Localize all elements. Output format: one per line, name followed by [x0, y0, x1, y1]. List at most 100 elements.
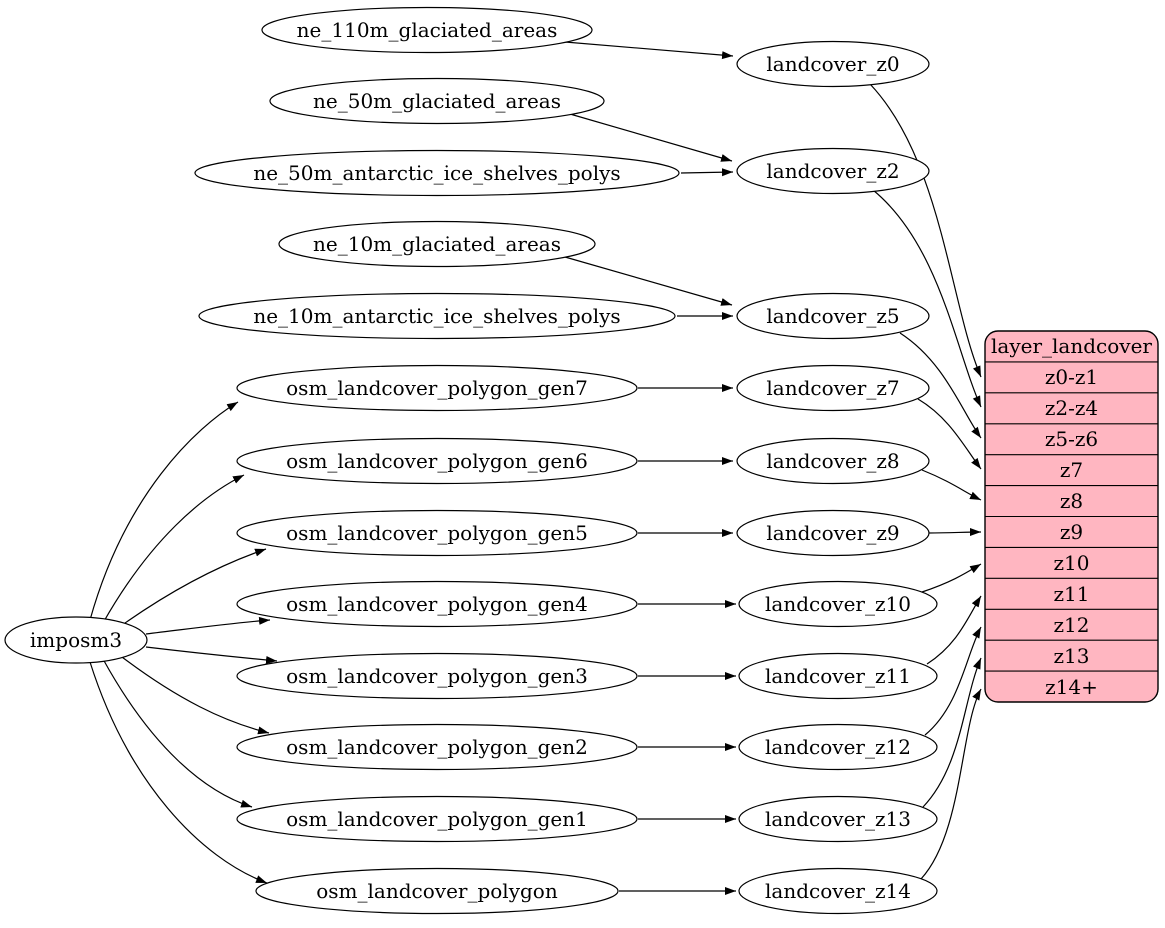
node-landcover-z5: landcover_z5 [736, 292, 930, 340]
row-z9: z9 [1060, 520, 1083, 544]
layer-landcover-header: layer_landcover [991, 334, 1152, 358]
node-ne-10m-antarctic-ice-shelves-polys: ne_10m_antarctic_ice_shelves_polys [198, 292, 676, 340]
node-osm-landcover-polygon: osm_landcover_polygon [255, 867, 619, 915]
edge-imposm3-gen5 [117, 548, 267, 629]
edge-z2-row [872, 189, 982, 408]
node-osm-landcover-polygon-gen2: osm_landcover_polygon_gen2 [236, 723, 638, 771]
edge-imposm3-gen2 [117, 653, 270, 735]
node-imposm3: imposm3 [4, 616, 148, 664]
landcover-z5-label: landcover_z5 [766, 304, 899, 328]
osm-landcover-polygon-gen2-label: osm_landcover_polygon_gen2 [286, 735, 588, 759]
node-landcover-z8: landcover_z8 [736, 437, 930, 485]
node-landcover-z11: landcover_z11 [738, 652, 938, 700]
osm-landcover-polygon-gen6-shape [236, 437, 638, 485]
row-z12: z12 [1054, 613, 1090, 637]
landcover-z9-shape [736, 509, 930, 557]
edge-imposm3-gen1 [102, 658, 253, 808]
ne-10m-glaciated-areas-shape [278, 220, 596, 268]
table-layer-landcover: layer_landcover z0-z1 z2-z4 z5-z6 z7 z8 … [984, 330, 1159, 703]
edge-imposm3-polygon [89, 661, 268, 884]
osm-landcover-polygon-gen1-label: osm_landcover_polygon_gen1 [286, 807, 588, 831]
osm-landcover-polygon-label: osm_landcover_polygon [316, 879, 558, 903]
node-osm-landcover-polygon-gen1: osm_landcover_polygon_gen1 [236, 795, 638, 843]
edge-imposm3-gen3 [145, 646, 278, 664]
ne-50m-antarctic-ice-shelves-polys-shape [194, 149, 680, 197]
ne-50m-antarctic-ice-shelves-polys-label: ne_50m_antarctic_ice_shelves_polys [253, 161, 620, 185]
landcover-z9-label: landcover_z9 [766, 521, 899, 545]
landcover-z2-shape [736, 147, 930, 195]
osm-landcover-polygon-gen5-shape [236, 509, 638, 557]
landcover-z10-label: landcover_z10 [765, 592, 911, 616]
ne-10m-antarctic-ice-shelves-polys-label: ne_10m_antarctic_ice_shelves_polys [253, 304, 620, 328]
osm-landcover-polygon-shape [255, 867, 619, 915]
edge-imposm3-gen6 [102, 474, 245, 624]
imposm3-label: imposm3 [30, 628, 122, 652]
node-landcover-z12: landcover_z12 [738, 723, 938, 771]
osm-landcover-polygon-gen2-shape [236, 723, 638, 771]
edge-z5-row [899, 332, 982, 439]
edge-z12-row [924, 626, 982, 736]
edge-ne50m-ant-z2 [680, 168, 734, 177]
node-landcover-z10: landcover_z10 [738, 580, 938, 628]
imposm3-shape [4, 616, 148, 664]
edge-z8-row [921, 469, 982, 501]
landcover-z12-shape [738, 723, 938, 771]
osm-landcover-polygon-gen1-shape [236, 795, 638, 843]
osm-landcover-polygon-gen6-label: osm_landcover_polygon_gen6 [286, 449, 588, 473]
landcover-z7-shape [736, 364, 930, 412]
landcover-z2-label: landcover_z2 [766, 159, 899, 183]
node-ne-10m-glaciated-areas: ne_10m_glaciated_areas [278, 220, 596, 268]
row-z5-z6: z5-z6 [1045, 427, 1098, 451]
node-landcover-z0: landcover_z0 [736, 40, 930, 88]
landcover-z10-shape [738, 580, 938, 628]
row-z11: z11 [1054, 582, 1090, 606]
row-z13: z13 [1054, 644, 1090, 668]
node-osm-landcover-polygon-gen3: osm_landcover_polygon_gen3 [236, 652, 638, 700]
ne-50m-glaciated-areas-shape [269, 77, 605, 125]
row-z14plus: z14+ [1045, 675, 1098, 699]
row-z0-z1: z0-z1 [1045, 365, 1098, 389]
landcover-z11-label: landcover_z11 [765, 664, 911, 688]
landcover-z7-label: landcover_z7 [766, 376, 899, 400]
node-osm-landcover-polygon-gen7: osm_landcover_polygon_gen7 [236, 364, 638, 412]
ne-10m-antarctic-ice-shelves-polys-shape [198, 292, 676, 340]
landcover-z0-label: landcover_z0 [766, 52, 899, 76]
node-ne-50m-glaciated-areas: ne_50m_glaciated_areas [269, 77, 605, 125]
row-z10: z10 [1054, 551, 1090, 575]
osm-landcover-polygon-gen4-label: osm_landcover_polygon_gen4 [286, 592, 588, 616]
row-z7: z7 [1060, 458, 1083, 482]
edge-ne50m-glac-z2 [569, 113, 733, 162]
landcover-z14-label: landcover_z14 [765, 879, 911, 903]
node-ne-110m-glaciated-areas: ne_110m_glaciated_areas [261, 6, 593, 54]
osm-landcover-polygon-gen7-shape [236, 364, 638, 412]
node-ne-50m-antarctic-ice-shelves-polys: ne_50m_antarctic_ice_shelves_polys [194, 149, 680, 197]
edge-z7-row [917, 398, 982, 470]
row-z8: z8 [1060, 489, 1083, 513]
node-landcover-z13: landcover_z13 [738, 795, 938, 843]
edge-z0-row [869, 83, 982, 378]
ne-50m-glaciated-areas-label: ne_50m_glaciated_areas [313, 89, 561, 113]
node-landcover-z7: landcover_z7 [736, 364, 930, 412]
node-landcover-z2: landcover_z2 [736, 147, 930, 195]
osm-landcover-polygon-gen7-label: osm_landcover_polygon_gen7 [286, 376, 588, 400]
ne-10m-glaciated-areas-label: ne_10m_glaciated_areas [313, 232, 561, 256]
landcover-z8-label: landcover_z8 [766, 449, 899, 473]
landcover-z13-shape [738, 795, 938, 843]
osm-landcover-polygon-gen5-label: osm_landcover_polygon_gen5 [286, 521, 588, 545]
node-landcover-z9: landcover_z9 [736, 509, 930, 557]
edge-z10-row [921, 563, 982, 593]
edge-z13-row [922, 657, 982, 808]
edge-z11-row [926, 595, 982, 665]
node-osm-landcover-polygon-gen4: osm_landcover_polygon_gen4 [236, 580, 638, 628]
ne-110m-glaciated-areas-label: ne_110m_glaciated_areas [297, 18, 558, 42]
edge-z14-row [920, 688, 982, 880]
edge-imposm3-gen7 [89, 401, 239, 621]
node-osm-landcover-polygon-gen6: osm_landcover_polygon_gen6 [236, 437, 638, 485]
row-z2-z4: z2-z4 [1045, 396, 1098, 420]
edge-ne110m-z0 [564, 41, 734, 60]
landcover-z5-shape [736, 292, 930, 340]
landcover-z0-shape [736, 40, 930, 88]
landcover-z11-shape [738, 652, 938, 700]
